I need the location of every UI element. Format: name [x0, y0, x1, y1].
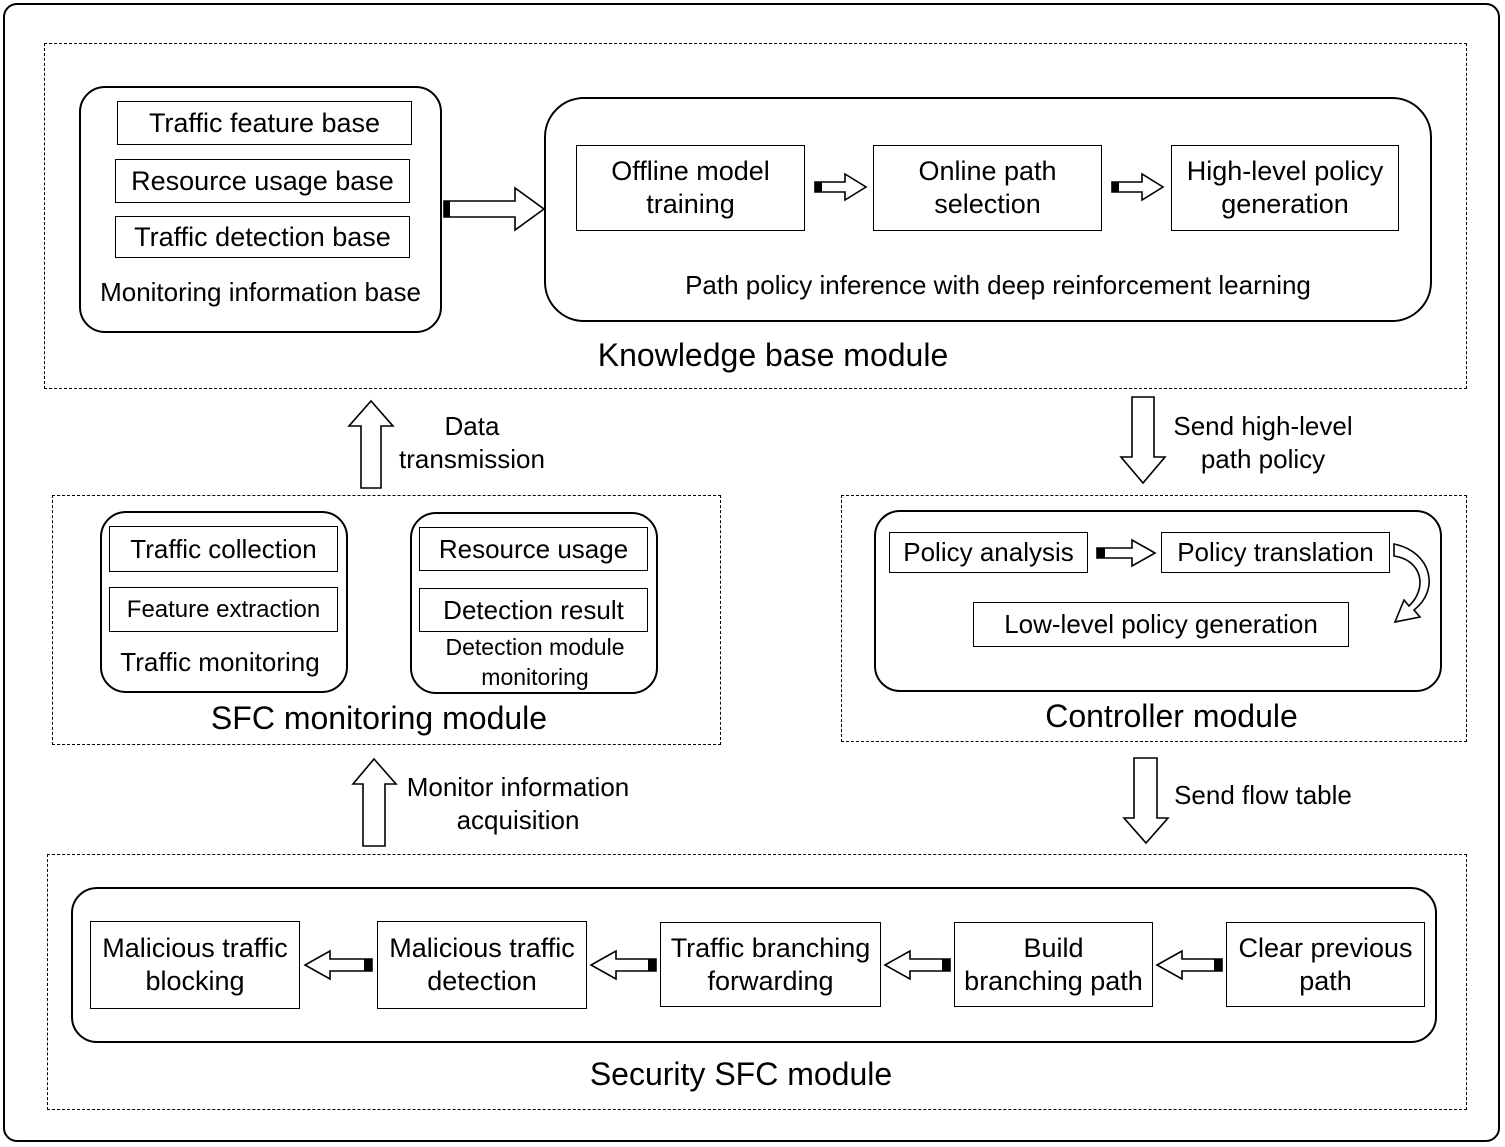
- sfc-monitoring-module: [52, 495, 721, 745]
- diagram-frame: [3, 3, 1500, 1142]
- arrow-monitor-base-to-path-policy: [443, 186, 546, 232]
- controller-module-title: Controller module: [1045, 698, 1298, 734]
- feature-extraction: Feature extraction: [109, 587, 338, 632]
- monitor-information-acquisition-label: Monitor information acquisition: [406, 772, 630, 835]
- data-transmission-label: Data transmission: [399, 411, 545, 474]
- low-level-policy-generation: Low-level policy generation: [973, 602, 1349, 647]
- arrow-analysis-to-translation: [1096, 538, 1157, 568]
- online-path-selection: Online path selection: [873, 145, 1102, 231]
- malicious-traffic-detection: Malicious traffic detection: [377, 921, 587, 1009]
- controller-module: [841, 495, 1467, 742]
- security-sfc-module-title: Security SFC module: [589, 1056, 893, 1092]
- monitoring-information-base-caption: Monitoring information base: [100, 277, 421, 307]
- detection-result: Detection result: [419, 588, 648, 632]
- security-sfc-module: [47, 854, 1467, 1110]
- policy-translation: Policy translation: [1161, 532, 1390, 573]
- traffic-feature-base: Traffic feature base: [117, 101, 412, 145]
- resource-usage-base: Resource usage base: [115, 159, 410, 203]
- build-branching-path: Build branching path: [954, 922, 1153, 1007]
- arrow-offline-to-online: [814, 172, 868, 202]
- arrow-send-high-level-down: [1119, 396, 1167, 485]
- clear-previous-path: Clear previous path: [1226, 922, 1425, 1007]
- send-flow-table-label: Send flow table: [1174, 780, 1352, 810]
- knowledge-base-module: [44, 43, 1467, 389]
- arrow-clear-to-build: [1155, 949, 1223, 981]
- detection-module-monitoring-caption: Detection module monitoring: [445, 634, 625, 690]
- resource-usage: Resource usage: [419, 527, 648, 571]
- arrow-build-to-forwarding: [883, 949, 951, 981]
- knowledge-base-module-title: Knowledge base module: [597, 337, 949, 373]
- high-level-policy-generation: High-level policy generation: [1171, 145, 1399, 231]
- arrow-monitor-acquisition-up: [351, 757, 398, 847]
- traffic-detection-base: Traffic detection base: [115, 216, 410, 258]
- arrow-forwarding-to-detection: [589, 949, 657, 981]
- arrow-detection-to-blocking: [303, 949, 373, 981]
- send-high-level-path-policy-label: Send high-level path policy: [1173, 411, 1353, 474]
- arrow-send-flow-table-down: [1122, 757, 1170, 845]
- traffic-branching-forwarding: Traffic branching forwarding: [660, 922, 881, 1007]
- malicious-traffic-blocking: Malicious traffic blocking: [90, 921, 300, 1009]
- sfc-monitoring-module-title: SFC monitoring module: [210, 700, 548, 736]
- offline-model-training: Offline model training: [576, 145, 805, 231]
- path-policy-caption: Path policy inference with deep reinforc…: [685, 270, 1311, 300]
- arrow-translation-to-low-level: [1393, 543, 1430, 624]
- policy-analysis: Policy analysis: [889, 532, 1088, 573]
- traffic-monitoring-caption: Traffic monitoring: [120, 647, 320, 677]
- traffic-collection: Traffic collection: [109, 526, 338, 572]
- arrow-online-to-high-level: [1111, 172, 1165, 202]
- arrow-data-transmission-up: [347, 399, 395, 489]
